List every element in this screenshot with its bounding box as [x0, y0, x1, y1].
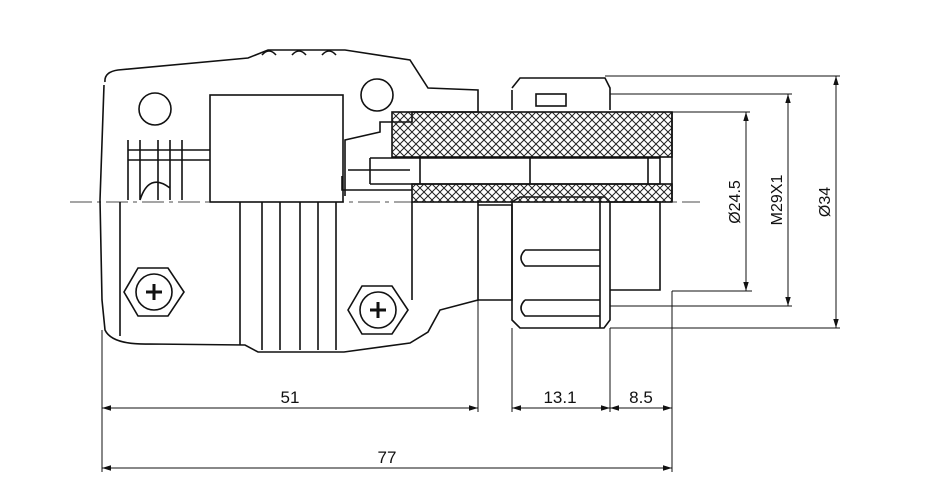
nut-tab: [535, 93, 567, 107]
knurled-sleeve: [391, 111, 673, 158]
front-insert: [610, 112, 673, 291]
dim-label-d34: Ø34: [817, 187, 834, 217]
dim-label-8-5: 8.5: [629, 388, 653, 407]
mount-hole-left: [138, 92, 172, 126]
grip-bumps-top: [261, 50, 337, 56]
extension-lines-right: [605, 75, 840, 329]
clamp-block: [209, 94, 344, 203]
screw-left: [123, 267, 185, 317]
contact-pins: [341, 157, 661, 191]
dim-label-m29: M29X1: [769, 175, 786, 226]
mount-hole-right: [360, 78, 394, 112]
dim-label-13-1: 13.1: [543, 388, 576, 407]
dim-label-d24-5: Ø24.5: [727, 180, 744, 224]
extension-lines-bottom: [101, 291, 673, 472]
coupling-nut: [511, 77, 611, 329]
front-neck: [411, 202, 513, 301]
dim-label-77: 77: [378, 448, 397, 467]
screw-right: [347, 285, 409, 335]
knurled-sleeve-lower: [411, 183, 673, 203]
cable-saddle: [127, 140, 210, 201]
body-ribs: [119, 202, 337, 350]
dim-label-51: 51: [281, 388, 300, 407]
